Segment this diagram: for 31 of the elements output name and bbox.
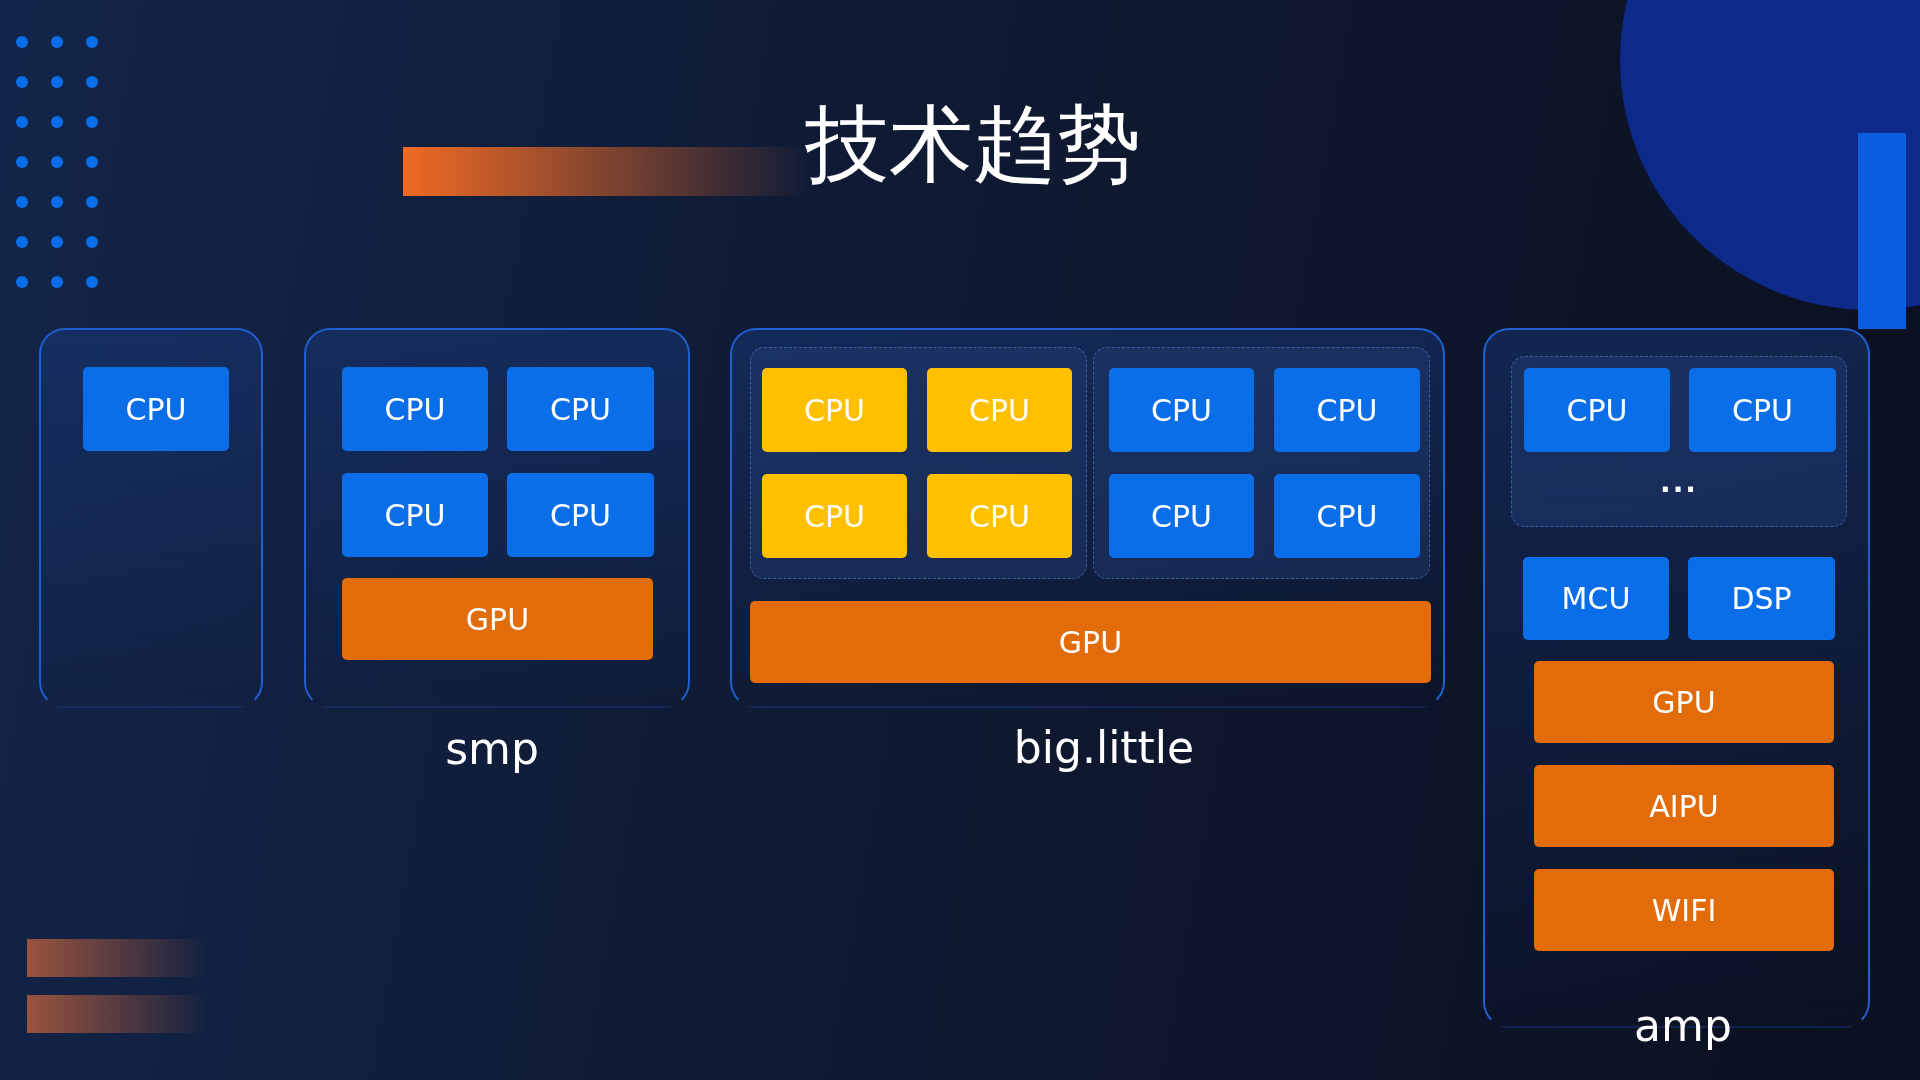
processor-block: CPU — [1689, 368, 1836, 452]
processor-block: MCU — [1523, 557, 1669, 640]
core-cluster — [1093, 347, 1430, 579]
unit-block: GPU — [1534, 661, 1834, 743]
processor-block: CPU — [927, 368, 1072, 452]
processor-block: CPU — [507, 367, 654, 451]
panel-caption: smp — [445, 723, 539, 774]
processor-block: CPU — [342, 367, 488, 451]
unit-block: GPU — [342, 578, 653, 660]
chip-panel — [39, 328, 263, 708]
core-cluster — [750, 347, 1087, 579]
unit-block: GPU — [750, 601, 1431, 683]
processor-block: CPU — [1274, 368, 1420, 452]
processor-block: CPU — [1524, 368, 1670, 452]
processor-block: CPU — [1109, 474, 1254, 558]
processor-block: CPU — [342, 473, 488, 557]
processor-block: CPU — [507, 473, 654, 557]
panel-caption: amp — [1634, 1000, 1732, 1051]
processor-block: CPU — [762, 474, 907, 558]
processor-block: CPU — [762, 368, 907, 452]
unit-block: WIFI — [1534, 869, 1834, 951]
unit-block: AIPU — [1534, 765, 1834, 847]
processor-block: CPU — [1274, 474, 1420, 558]
processor-block: CPU — [927, 474, 1072, 558]
panel-caption: big.little — [1013, 722, 1195, 773]
title: 技术趋势 — [805, 94, 1141, 195]
core-cluster — [1511, 356, 1847, 527]
processor-block: CPU — [1109, 368, 1254, 452]
ellipsis-text: ... — [1660, 466, 1698, 499]
processor-block: CPU — [83, 367, 229, 451]
processor-block: DSP — [1688, 557, 1835, 640]
